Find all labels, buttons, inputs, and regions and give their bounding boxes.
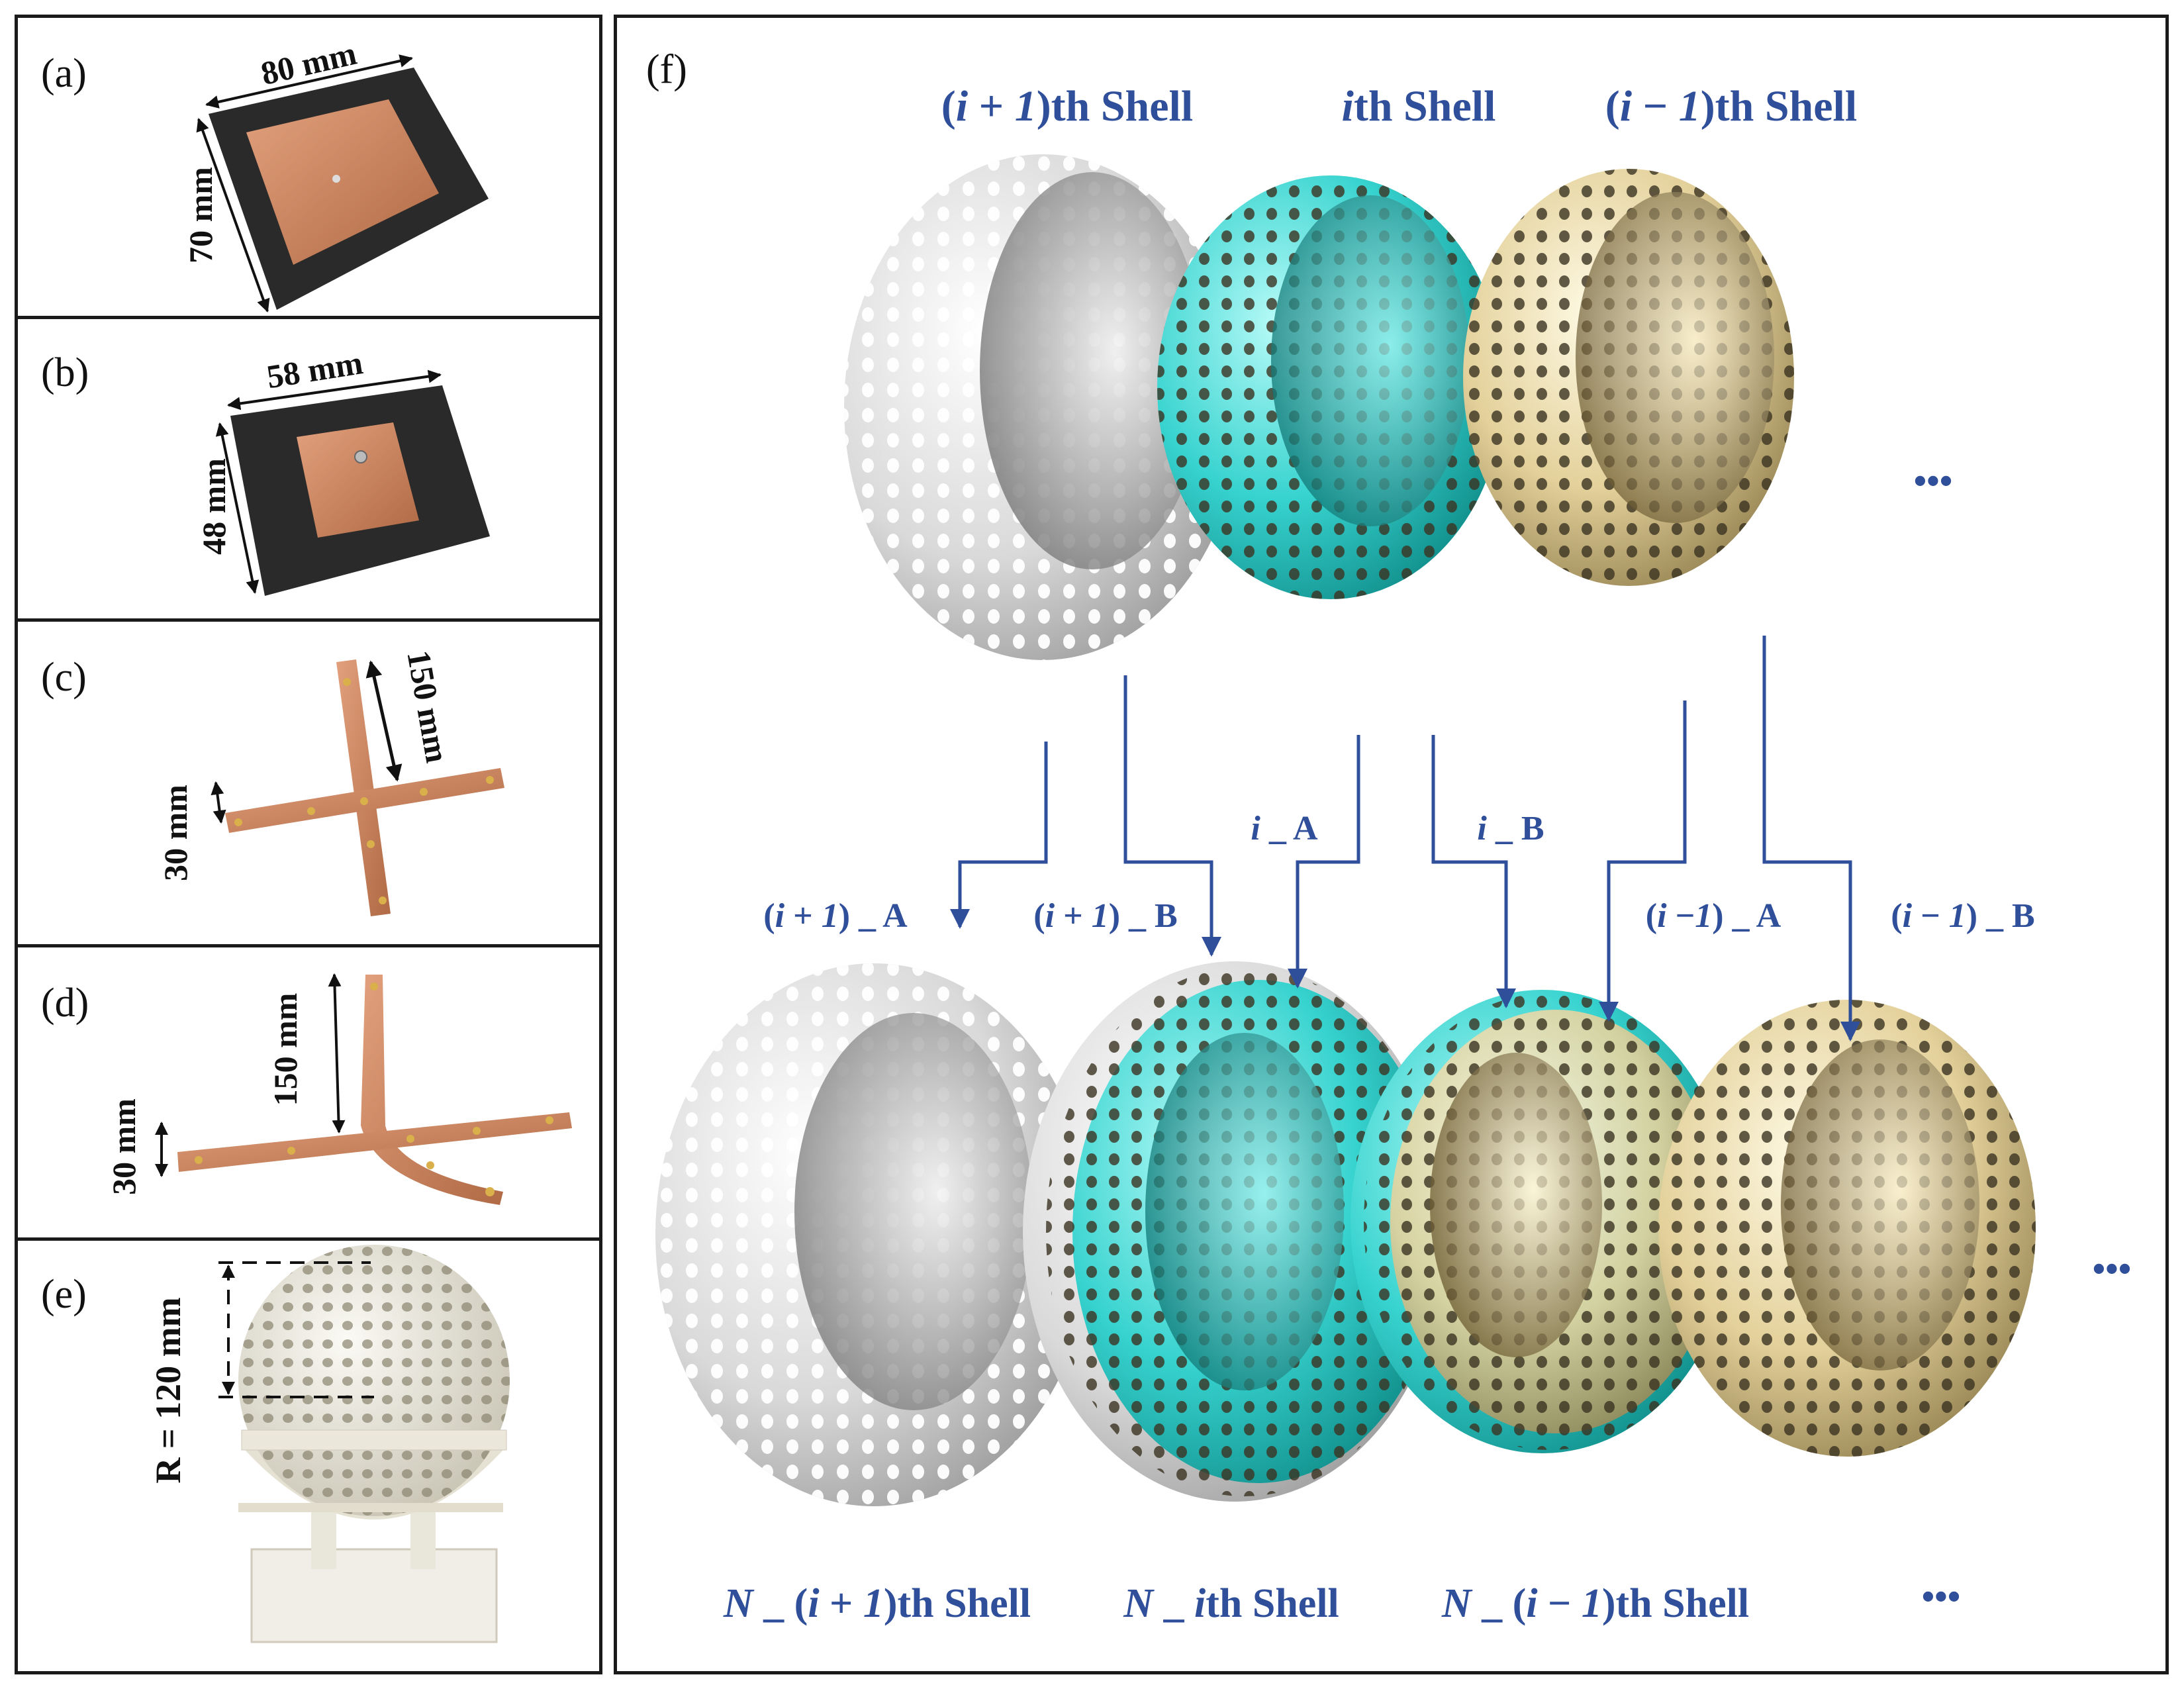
connector-label-2: (i + 1) _ B xyxy=(1033,897,1177,935)
shell-top-gray xyxy=(844,154,1241,660)
connector-label-1: (i + 1) _ A xyxy=(763,897,908,935)
panel-f-label: (f) xyxy=(646,47,687,92)
shell-bottom-gray xyxy=(655,963,1092,1506)
dim-c-length: 150 mm xyxy=(400,648,456,765)
dim-c-width: 30 mm xyxy=(157,785,194,881)
right-ellipsis: ••• xyxy=(2093,1249,2132,1290)
antenna-b xyxy=(230,385,490,596)
dim-b-width-line xyxy=(227,369,442,410)
cross-dipole-c xyxy=(225,659,504,916)
shell-bottom-cyan-gold xyxy=(1351,990,1734,1453)
shell-bottom-gray-cyan xyxy=(1023,961,1447,1502)
bottom-shell-label-2: N _ ith Shell xyxy=(1123,1581,1339,1626)
dim-d-length: 150 mm xyxy=(267,993,304,1106)
shell-top-gold xyxy=(1463,169,1794,586)
shell-bottom-gold xyxy=(1658,1000,2036,1457)
y-dipole-d xyxy=(177,975,572,1205)
connector-label-3: i _ A xyxy=(1251,810,1318,847)
dim-a-height-line xyxy=(196,118,270,313)
panel-a-label: (a) xyxy=(41,51,87,96)
connector-arrows xyxy=(950,636,1860,1041)
dim-b-height-line xyxy=(215,422,260,594)
panel-e-label: (e) xyxy=(41,1272,87,1317)
panel-b-label: (b) xyxy=(41,350,89,395)
printed-sphere-e xyxy=(238,1245,510,1643)
dim-c-length-line xyxy=(365,660,403,782)
panel-c-label: (c) xyxy=(41,655,87,700)
dim-e-radius: R = 120 mm xyxy=(148,1297,188,1483)
dim-d-length-line xyxy=(328,973,346,1133)
dim-d-width: 30 mm xyxy=(105,1098,142,1195)
top-shell-label-1: (i + 1)th Shell xyxy=(941,82,1193,130)
dim-a-height: 70 mm xyxy=(182,167,219,264)
bottom-ellipsis: ••• xyxy=(1922,1576,1961,1617)
dim-b-height: 48 mm xyxy=(195,458,232,555)
connector-label-5: (i −1) _ A xyxy=(1646,897,1781,935)
connector-label-6: (i − 1) _ B xyxy=(1891,897,2034,935)
top-shell-label-3: (i − 1)th Shell xyxy=(1605,82,1857,130)
shell-top-cyan xyxy=(1157,175,1504,599)
connector-label-4: i _ B xyxy=(1477,810,1544,847)
panel-d-label: (d) xyxy=(41,981,89,1026)
dim-c-width-line xyxy=(211,781,226,824)
bottom-shell-label-3: N _ (i − 1)th Shell xyxy=(1441,1581,1749,1626)
panel-d xyxy=(15,944,602,1241)
antenna-a xyxy=(209,68,489,310)
top-shell-label-2: ith Shell xyxy=(1342,82,1496,130)
bottom-shell-label-1: N _ (i + 1)th Shell xyxy=(723,1581,1031,1626)
dim-a-width-line xyxy=(205,54,413,109)
top-ellipsis: ••• xyxy=(1914,461,1953,502)
